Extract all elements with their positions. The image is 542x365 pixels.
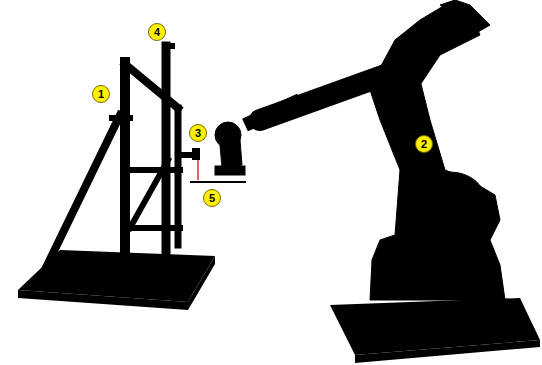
callout-number: 4 <box>148 23 166 41</box>
robot-base <box>330 298 540 363</box>
robot-arm <box>215 0 505 300</box>
frame-structure <box>40 46 180 280</box>
callout-number: 2 <box>415 135 433 153</box>
callout-number: 5 <box>203 189 221 207</box>
callout-number: 1 <box>92 85 110 103</box>
callout-number: 3 <box>189 124 207 142</box>
